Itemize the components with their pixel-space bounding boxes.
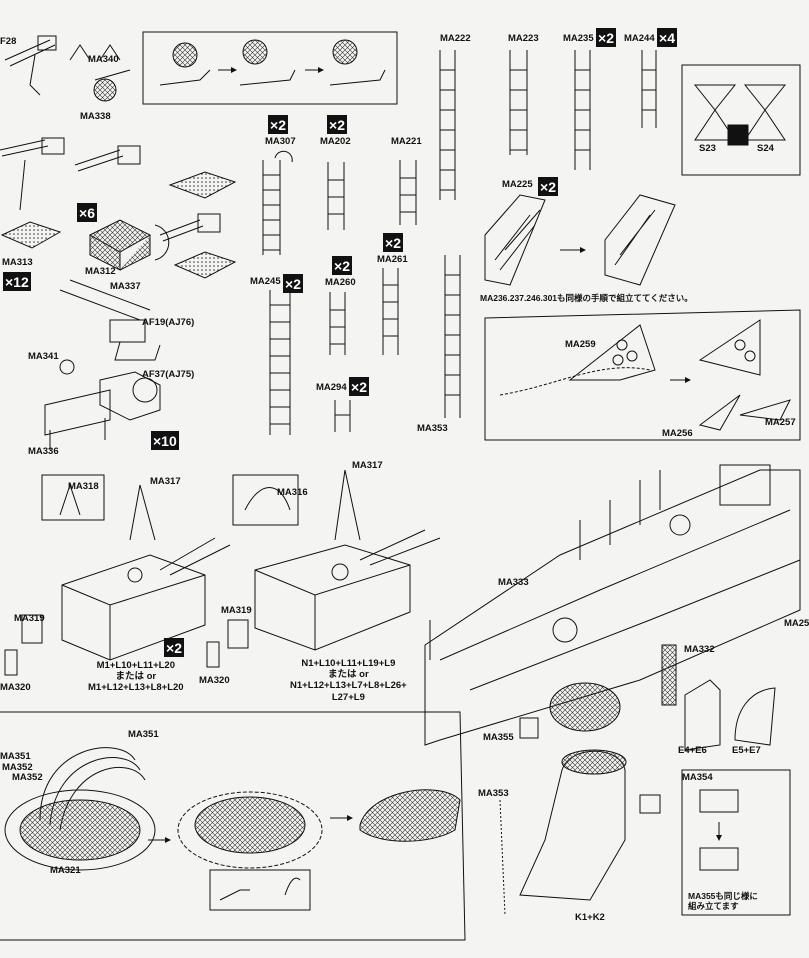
label-ma316: MA316 [277, 487, 308, 498]
note-ma236-assembly: MA236.237.246.301も同様の手順で組立ててください。 [480, 293, 693, 303]
label-e4e6: E4+E6 [678, 745, 707, 756]
label-af19: AF19(AJ76) [142, 317, 195, 328]
label-ma336: MA336 [28, 446, 59, 457]
label-ma332: MA332 [684, 644, 715, 655]
label-s23: S23 [699, 143, 716, 154]
label-ma222: MA222 [440, 33, 471, 44]
ladders [262, 50, 676, 435]
multiplier-ma235: ×2 [596, 28, 616, 47]
label-ma319-a: MA319 [14, 613, 45, 624]
label-f28: F28 [0, 36, 17, 47]
label-ma317-a: MA317 [150, 476, 181, 487]
multiplier-ma202: ×2 [327, 115, 347, 134]
label-ma259: MA259 [565, 339, 596, 350]
label-ma256: MA256 [662, 428, 693, 439]
label-ma312: MA312 [85, 266, 116, 277]
label-ma337: MA337 [110, 281, 141, 292]
label-ma333: MA333 [498, 577, 529, 588]
label-ma352-a: MA352 [2, 762, 33, 773]
label-ma244: MA244 [624, 33, 655, 44]
label-ma225: MA225 [502, 179, 533, 190]
label-ma353-bottom: MA353 [478, 788, 509, 799]
label-ma352-b: MA352 [12, 772, 43, 783]
label-ma307: MA307 [265, 136, 296, 147]
turret2-parts-combo: N1+L10+L11+L19+L9 または or N1+L12+L13+L7+L… [290, 658, 407, 703]
note-ma355-assembly: MA355も同じ様に 組み立てます [688, 891, 758, 912]
label-ma341: MA341 [28, 351, 59, 362]
label-ma351-a: MA351 [128, 729, 159, 740]
top-right-panels [484, 64, 801, 441]
label-ma353-top: MA353 [417, 423, 448, 434]
label-ma320-a: MA320 [0, 682, 31, 693]
label-ma223: MA223 [508, 33, 539, 44]
multiplier-ma294: ×2 [349, 377, 369, 396]
multiplier-x10: ×10 [151, 431, 179, 450]
label-ma318: MA318 [68, 481, 99, 492]
turrets [4, 469, 441, 676]
label-ma202: MA202 [320, 136, 351, 147]
label-ma354: MA354 [682, 772, 713, 783]
label-ma245: MA245 [250, 276, 281, 287]
label-ma319-b: MA319 [221, 605, 252, 616]
label-ma294: MA294 [316, 382, 347, 393]
label-ma338: MA338 [80, 111, 111, 122]
label-ma317-b: MA317 [352, 460, 383, 471]
label-ma235: MA235 [563, 33, 594, 44]
multiplier-x6: ×6 [77, 203, 97, 222]
multiplier-ma307: ×2 [268, 115, 288, 134]
label-ma351-b: MA351 [0, 751, 31, 762]
multiplier-ma244: ×4 [657, 28, 677, 47]
label-ma321: MA321 [50, 865, 81, 876]
label-ma320-b: MA320 [199, 675, 230, 686]
label-ma340: MA340 [88, 54, 119, 65]
multiplier-ma245: ×2 [283, 274, 303, 293]
multiplier-turret: ×2 [164, 638, 184, 657]
dome-assembly [4, 747, 461, 911]
label-ma221: MA221 [391, 136, 422, 147]
label-e5e7: E5+E7 [732, 745, 761, 756]
label-ma313: MA313 [2, 257, 33, 268]
hull-and-funnel [0, 464, 801, 941]
multiplier-ma261: ×2 [383, 233, 403, 252]
label-s24: S24 [757, 143, 774, 154]
label-ma257: MA257 [765, 417, 796, 428]
top-left-assemblies [0, 31, 398, 450]
label-ma260: MA260 [325, 277, 356, 288]
turret1-parts-combo: M1+L10+L11+L20 または or M1+L12+L13+L8+L20 [88, 660, 184, 694]
multiplier-ma260: ×2 [332, 256, 352, 275]
label-ma355: MA355 [483, 732, 514, 743]
multiplier-x12: ×12 [3, 272, 31, 291]
multiplier-ma225: ×2 [538, 177, 558, 196]
label-ma25: MA25 [784, 618, 809, 629]
label-af37: AF37(AJ75) [142, 369, 195, 380]
label-ma261: MA261 [377, 254, 408, 265]
label-k1k2: K1+K2 [575, 912, 605, 923]
